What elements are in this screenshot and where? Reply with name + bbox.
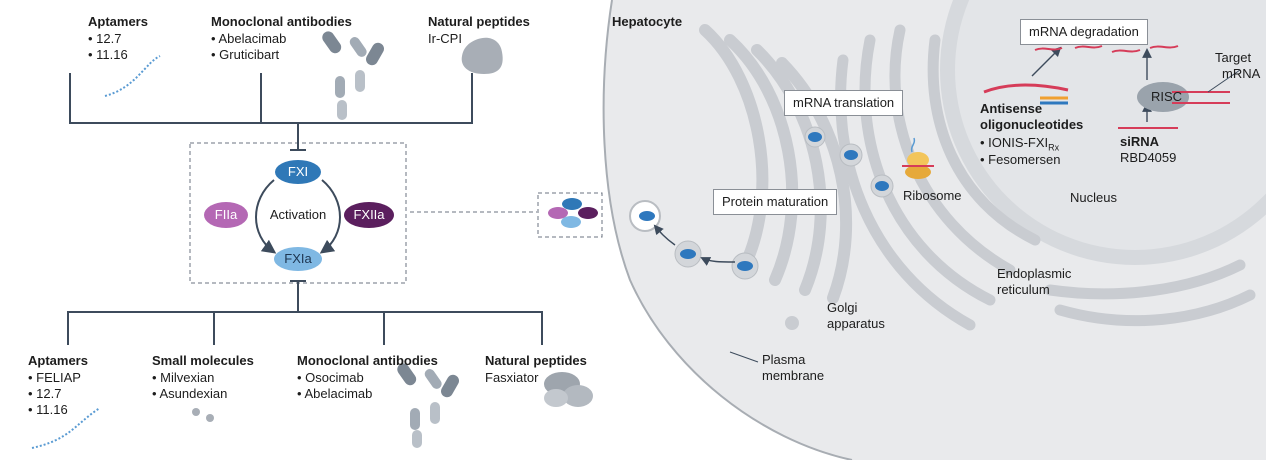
activation-cycle bbox=[255, 179, 341, 254]
nucleus-label: Nucleus bbox=[1070, 190, 1117, 205]
ribosome-label: Ribosome bbox=[903, 188, 962, 203]
fiia-label: FIIa bbox=[214, 207, 238, 222]
nucleus bbox=[940, 0, 1266, 265]
target-mrna-line2: mRNA bbox=[1222, 66, 1261, 81]
fxia-node bbox=[274, 247, 322, 271]
arrow-golgi-to-vesicle bbox=[700, 257, 736, 266]
mrna-strand-icon bbox=[983, 83, 1069, 105]
golgi-label-line1: Golgi bbox=[827, 300, 858, 315]
plasma-label-line2: membrane bbox=[762, 368, 825, 383]
sirna-title: siRNA bbox=[1120, 134, 1160, 149]
bottom-small-item: • Milvexian bbox=[152, 370, 215, 385]
fxiia-label: FXIIa bbox=[353, 207, 385, 222]
top-aptamer-item: • 12.7 bbox=[88, 31, 122, 46]
risc-complex bbox=[1137, 82, 1189, 112]
top-mab-title: Monoclonal antibodies bbox=[211, 14, 352, 29]
bottom-aptamers-title: Aptamers bbox=[28, 353, 88, 368]
vesicles bbox=[629, 126, 894, 280]
target-mrna-strand bbox=[1118, 91, 1230, 129]
golgi-label-line2: apparatus bbox=[827, 316, 885, 331]
plasma-label-line1: Plasma bbox=[762, 352, 806, 367]
small-molecule-icon bbox=[192, 408, 214, 422]
hepatocyte-label: Hepatocyte bbox=[612, 14, 683, 29]
golgi-vesicle bbox=[785, 316, 799, 330]
fxiia-node bbox=[344, 202, 394, 228]
aso-item: • Fesomersen bbox=[980, 152, 1061, 167]
bottom-aptamer-item: • 12.7 bbox=[28, 386, 62, 401]
bottom-mab-item: • Abelacimab bbox=[297, 386, 373, 401]
aso-title-line2: oligonucleotides bbox=[980, 117, 1084, 132]
bottom-aptamer-item: • 11.16 bbox=[28, 402, 68, 417]
top-aptamer-item: • 11.16 bbox=[88, 47, 128, 62]
arrow-aso-to-degradation bbox=[1031, 46, 1062, 77]
ribosome-icon bbox=[902, 137, 934, 179]
peptide-icon bbox=[461, 37, 503, 74]
target-mrna-line1: Target bbox=[1215, 50, 1252, 65]
bottom-mab-title: Monoclonal antibodies bbox=[297, 353, 438, 368]
antibody-icon bbox=[322, 31, 384, 120]
plasma-membrane-pointer bbox=[729, 351, 759, 363]
top-peptides-title: Natural peptides bbox=[428, 14, 530, 29]
aptamer-strand-icon bbox=[31, 407, 101, 449]
bottom-peptide-item: Fasxiator bbox=[485, 370, 539, 385]
target-mrna-pointer bbox=[1207, 69, 1241, 93]
fxia-label: FXIa bbox=[284, 251, 312, 266]
er-label-line1: Endoplasmic bbox=[997, 266, 1072, 281]
mrna-fragments bbox=[1034, 45, 1179, 53]
bottom-small-title: Small molecules bbox=[152, 353, 254, 368]
top-mab-item: • Abelacimab bbox=[211, 31, 287, 46]
top-peptide-item: Ir-CPI bbox=[428, 31, 462, 46]
top-inhibitor-connectors bbox=[69, 73, 473, 151]
bottom-small-item: • Asundexian bbox=[152, 386, 228, 401]
top-aptamers-title: Aptamers bbox=[88, 14, 148, 29]
fxi-node bbox=[275, 160, 321, 184]
secreted-factors bbox=[548, 198, 598, 228]
antibody-icon bbox=[397, 363, 459, 448]
aso-item: • IONIS-FXIRx bbox=[980, 135, 1060, 153]
activation-label: Activation bbox=[269, 207, 327, 222]
bottom-peptides-title: Natural peptides bbox=[485, 353, 587, 368]
bottom-inhibitor-connectors bbox=[67, 280, 543, 345]
er-label-line2: reticulum bbox=[997, 282, 1050, 297]
fxi-label: FXI bbox=[287, 164, 309, 179]
bottom-aptamer-item: • FELIAP bbox=[28, 370, 81, 385]
mrna-translation-box: mRNA translation bbox=[784, 90, 904, 116]
bottom-mab-item: • Osocimab bbox=[297, 370, 364, 385]
risc-label: RISC bbox=[1151, 89, 1183, 104]
sirna-item: RBD4059 bbox=[1120, 150, 1177, 165]
fiia-node bbox=[204, 202, 248, 228]
aso-title-line1: Antisense bbox=[980, 101, 1043, 116]
top-mab-item: • Gruticibart bbox=[211, 47, 280, 62]
aptamer-strand-icon bbox=[104, 55, 161, 97]
protein-maturation-box: Protein maturation bbox=[713, 189, 838, 215]
golgi-apparatus bbox=[699, 24, 853, 304]
arrow-vesicle-to-membrane bbox=[653, 224, 676, 246]
peptide-icon bbox=[544, 372, 593, 407]
mrna-degradation-box: mRNA degradation bbox=[1020, 19, 1148, 45]
